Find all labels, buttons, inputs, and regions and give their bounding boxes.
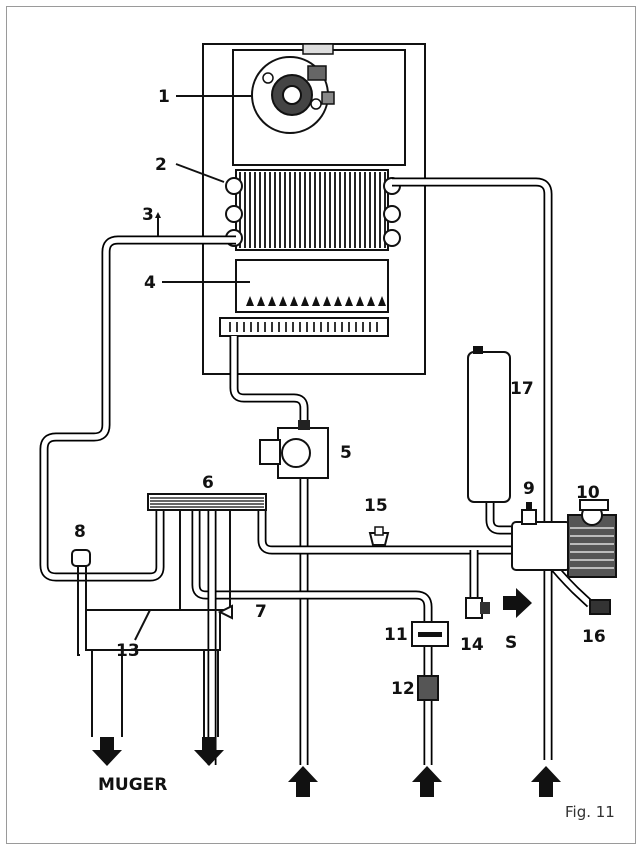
hydraulic-group [511, 502, 571, 571]
label-10: 10 [576, 483, 600, 503]
label-13: 13 [116, 641, 140, 661]
callout-labels: 1 2 3 4 5 6 7 8 9 10 11 12 13 14 15 16 1… [74, 87, 615, 821]
figure-caption: Fig. 11 [565, 803, 615, 821]
arrow-up-cold [412, 766, 442, 797]
s-label: S [505, 633, 517, 653]
label-4: 4 [144, 273, 156, 293]
label-3: 3 [142, 205, 154, 225]
label-7: 7 [255, 602, 267, 622]
label-2: 2 [155, 155, 167, 175]
drain-valve [589, 599, 611, 615]
burner [219, 259, 389, 337]
label-1: 1 [158, 87, 170, 107]
plate-heat-exchanger [147, 493, 267, 511]
label-8: 8 [74, 522, 86, 542]
label-14: 14 [460, 635, 484, 655]
air-vent [71, 549, 91, 567]
label-6: 6 [202, 473, 214, 493]
circulation-pump [567, 499, 617, 578]
label-16: 16 [582, 627, 606, 647]
figure-frame [6, 6, 636, 844]
expansion-vessel [467, 346, 511, 503]
arrow-down-muger [92, 737, 122, 766]
gas-valve [259, 420, 329, 479]
filter [417, 675, 439, 701]
arrow-up-gas [288, 766, 318, 797]
label-12: 12 [391, 679, 415, 699]
leader-lines [134, 95, 252, 641]
label-5: 5 [340, 443, 352, 463]
label-11: 11 [384, 625, 408, 645]
drain-lines [77, 508, 231, 737]
safety-valve-heating [217, 604, 233, 620]
arrow-up-return [531, 766, 561, 797]
temperature-sensor [155, 212, 161, 236]
label-17: 17 [510, 379, 534, 399]
flow-switch [411, 621, 449, 647]
pressure-switch [368, 526, 390, 546]
pipework [39, 177, 594, 765]
outlet-label: MUGER [98, 775, 167, 795]
safety-valve [465, 597, 490, 619]
arrow-right-s [503, 588, 532, 618]
label-9: 9 [523, 479, 535, 499]
label-15: 15 [364, 496, 388, 516]
flow-arrows [92, 588, 561, 797]
heat-exchanger [225, 169, 401, 251]
arrow-down-hot [194, 737, 224, 766]
